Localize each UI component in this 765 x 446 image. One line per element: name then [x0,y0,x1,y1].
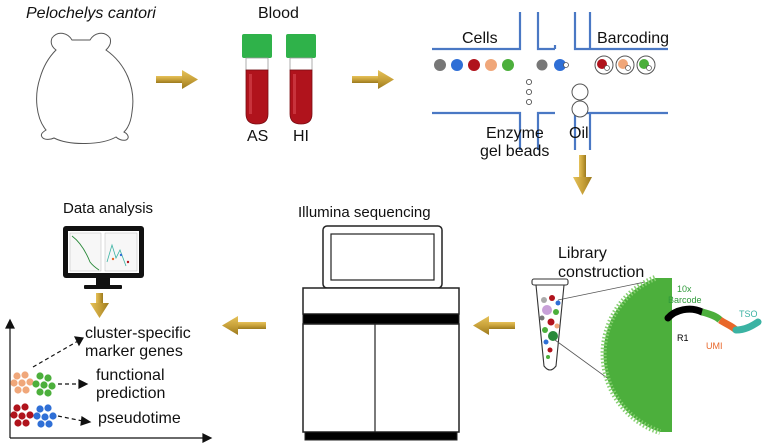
cluster-blue [33,404,57,428]
zoom-line-top [557,281,646,301]
gel-beads-label: gel beads [480,143,550,160]
tube-label-as: AS [247,128,269,145]
turtle-outline-icon [36,32,134,145]
arrow-chip-to-library [573,155,592,195]
tso-label: TSO [739,309,758,319]
monitor-icon [63,226,144,289]
umi-label: UMI [706,341,723,351]
gel-bead-icon [600,275,762,435]
arrow-monitor-to-outputs [90,293,109,318]
cluster-green [32,372,56,397]
analysis-title: Data analysis [63,200,154,217]
enzyme-label: Enzyme [486,125,544,142]
output-pseudotime: pseudotime [98,410,181,427]
output-marker-genes-1: cluster-specific [85,325,191,342]
dashed-arrows [32,336,92,426]
oil-label: Oil [569,125,589,142]
barcode-10x-label: 10x [677,284,692,294]
output-functional-2: prediction [96,385,166,402]
output-marker-genes-2: marker genes [85,343,183,360]
cells-label: Cells [462,30,498,47]
output-functional-1: functional [96,367,165,384]
sequencing-title: Illumina sequencing [298,204,431,221]
library-tube-icon [531,278,569,371]
barcoding-label: Barcoding [597,30,670,47]
barcode-label: Barcode [668,295,702,305]
cluster-peach [10,371,34,394]
cluster-red [10,403,34,427]
analysis-axes [5,318,213,443]
construction-label: construction [558,264,645,281]
arrow-sequencer-to-analysis [222,316,266,335]
arrow-library-to-sequencer [473,316,515,335]
r1-label: R1 [677,333,689,343]
sequencer-icon [302,225,460,441]
microfluidic-chip-icon [432,12,668,150]
tube-label-hi: HI [293,128,309,145]
blood-title: Blood [258,5,299,22]
library-label: Library [558,245,607,262]
blood-tube-icon [286,34,316,125]
species-label: Pelochelys cantori [26,5,156,22]
arrow-blood-to-chip [352,70,394,89]
blood-tube-icon [242,34,272,125]
arrow-turtle-to-blood [156,70,198,89]
